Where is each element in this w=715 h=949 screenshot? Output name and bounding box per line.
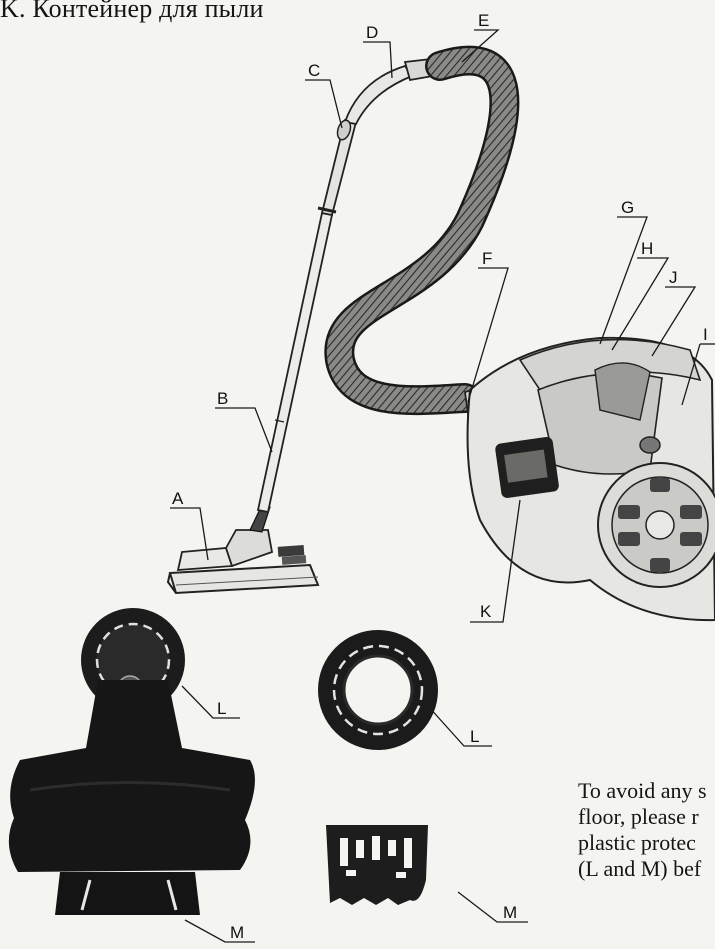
label-c: C	[308, 61, 320, 80]
label-l-2: L	[470, 727, 479, 746]
label-e: E	[478, 11, 489, 30]
leader-lines	[170, 29, 715, 943]
note-line: plastic protec	[578, 830, 696, 855]
label-g: G	[621, 198, 634, 217]
label-h: H	[641, 239, 653, 258]
label-b: B	[217, 389, 228, 408]
label-d: D	[366, 23, 378, 42]
label-m-1: M	[230, 923, 244, 942]
label-j: J	[669, 268, 678, 287]
label-m-2: M	[503, 903, 517, 922]
dust-container-caption: K. Контейнер для пыли	[0, 0, 264, 23]
note-line: floor, please r	[578, 804, 699, 829]
vacuum-body	[466, 336, 715, 622]
floor-brush	[166, 504, 320, 595]
label-l-1: L	[217, 699, 226, 718]
note-line: (L and M) bef	[578, 856, 702, 881]
label-i: I	[703, 325, 708, 344]
ring-protector-photo	[318, 630, 438, 750]
label-f: F	[482, 249, 492, 268]
part-labels: A B C D E F G H I J K L L M M	[172, 11, 708, 942]
label-k: K	[480, 602, 492, 621]
protector-removal-note: To avoid any s floor, please r plastic p…	[578, 778, 715, 882]
label-a: A	[172, 489, 184, 508]
plate-protector-photo	[326, 825, 428, 905]
protector-assembly-photo	[8, 608, 255, 915]
flexible-hose	[324, 45, 520, 430]
note-line: To avoid any s	[578, 778, 707, 803]
